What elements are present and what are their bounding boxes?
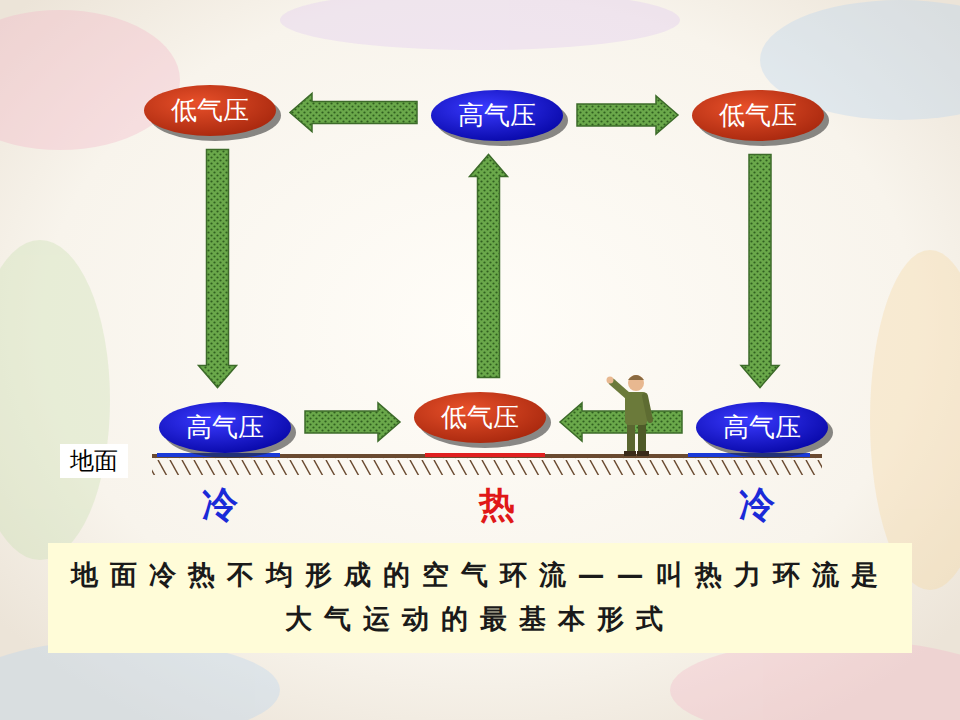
hand (607, 377, 614, 384)
ground (152, 455, 822, 475)
ground-label: 地面 (60, 444, 128, 478)
temperature-label: 热 (479, 481, 515, 530)
caption: 地面冷热不均形成的空气环流——叫热力环流是大气运动的最基本形式 (48, 543, 912, 653)
airflow-arrow (305, 403, 400, 441)
pressure-label: 高气压 (429, 88, 565, 143)
arm (645, 396, 650, 420)
airflow-arrow (290, 94, 417, 132)
pressure-ellipse: 高气压 (694, 400, 830, 455)
airflow-arrow (741, 155, 779, 388)
temperature-label: 冷 (202, 481, 238, 530)
pressure-label: 低气压 (142, 83, 278, 138)
airflow-arrow (577, 96, 678, 134)
pressure-label: 高气压 (157, 400, 293, 455)
pressure-label: 高气压 (694, 400, 830, 455)
airflow-arrow (470, 155, 508, 378)
pressure-label: 低气压 (690, 88, 826, 143)
pressure-ellipse: 低气压 (142, 83, 278, 138)
boot (624, 451, 636, 456)
pressure-label: 低气压 (412, 390, 548, 445)
pressure-ellipse: 高气压 (157, 400, 293, 455)
pointing-person (607, 375, 651, 456)
pressure-ellipse: 低气压 (690, 88, 826, 143)
ground-hatching (152, 457, 822, 475)
leg (638, 422, 646, 452)
arm (612, 382, 628, 396)
pressure-ellipse: 高气压 (429, 88, 565, 143)
airflow-arrow (560, 403, 682, 441)
hot-surface (425, 453, 545, 457)
hair (628, 375, 644, 380)
pressure-ellipse: 低气压 (412, 390, 548, 445)
temperature-label: 冷 (739, 481, 775, 530)
leg (627, 422, 635, 452)
head (628, 375, 644, 391)
airflow-arrow (199, 150, 237, 388)
boot (637, 451, 649, 456)
